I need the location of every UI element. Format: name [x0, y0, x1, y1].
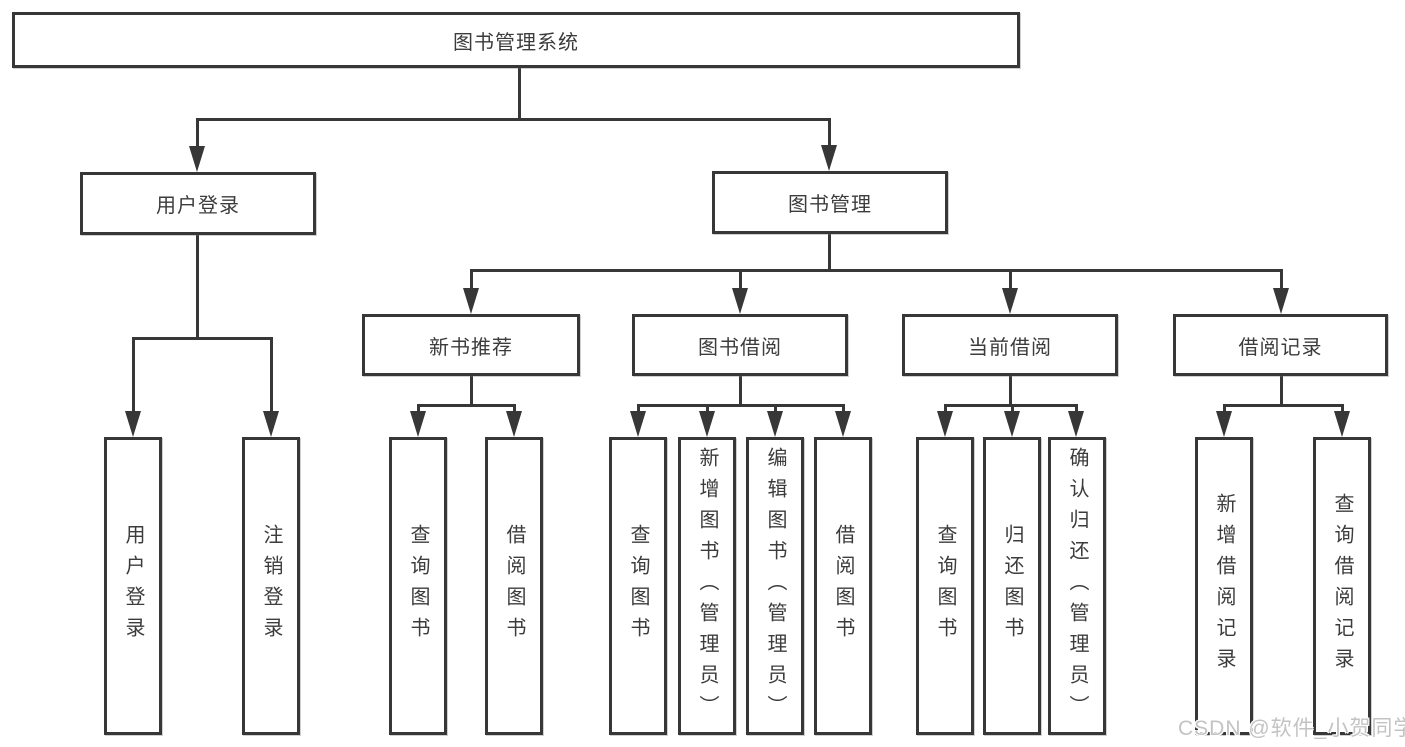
connector-line	[1011, 404, 1014, 414]
connector-line	[132, 337, 135, 413]
leaf-user-login: 用户登录	[104, 437, 162, 735]
arrow-down-icon	[732, 288, 748, 314]
arrow-down-icon	[506, 411, 522, 437]
arrow-down-icon	[263, 411, 279, 437]
connector-line	[1223, 404, 1226, 414]
node-book-management: 图书管理	[712, 171, 948, 234]
node-book-management-label: 图书管理	[788, 194, 872, 216]
leaf-query-books-recommend-label: 查询图书	[407, 524, 429, 648]
node-new-book-recommend-label: 新书推荐	[429, 336, 513, 359]
leaf-query-books-borrow: 查询图书	[609, 437, 667, 735]
leaf-query-books-recommend: 查询图书	[389, 437, 447, 735]
connector-line	[637, 404, 845, 407]
leaf-add-book-admin: 新增图书（管理员）	[678, 437, 736, 735]
arrow-down-icon	[189, 146, 205, 172]
node-borrow-record-label: 借阅记录	[1238, 336, 1323, 359]
leaf-add-borrow-record: 新增借阅记录	[1195, 437, 1253, 735]
connector-line	[944, 404, 947, 414]
node-new-book-recommend: 新书推荐	[362, 314, 580, 376]
connector-line	[842, 404, 845, 414]
connector-line	[1009, 269, 1012, 291]
node-user-login-label: 用户登录	[156, 195, 240, 217]
arrow-down-icon	[767, 411, 783, 437]
arrow-down-icon	[410, 411, 426, 437]
csdn-watermark: CSDN @软件_小贺同学	[1178, 717, 1405, 740]
connector-line	[470, 269, 1282, 272]
connector-line	[828, 234, 831, 271]
leaf-return-books: 归还图书	[983, 437, 1041, 735]
connector-line	[196, 235, 199, 340]
node-current-borrow: 当前借阅	[902, 314, 1118, 376]
node-borrow-record: 借阅记录	[1173, 314, 1388, 376]
arrow-down-icon	[835, 411, 851, 437]
connector-line	[470, 376, 473, 406]
connector-line	[1280, 269, 1283, 291]
connector-line	[513, 404, 516, 414]
leaf-add-book-admin-label: 新增图书（管理员）	[696, 446, 718, 726]
node-root-library-system: 图书管理系统	[12, 12, 1020, 68]
connector-line	[1075, 404, 1078, 414]
leaf-borrow-books-recommend-label: 借阅图书	[503, 524, 525, 648]
connector-line	[196, 118, 831, 121]
arrow-down-icon	[1273, 288, 1289, 314]
connector-line	[270, 337, 273, 413]
connector-line	[132, 337, 273, 340]
arrow-down-icon	[1002, 288, 1018, 314]
leaf-edit-book-admin: 编辑图书（管理员）	[746, 437, 804, 735]
leaf-query-books-current: 查询图书	[916, 437, 974, 735]
leaf-query-books-borrow-label: 查询图书	[627, 524, 649, 648]
leaf-confirm-return-admin-label: 确认归还（管理员）	[1066, 446, 1088, 726]
arrow-down-icon	[937, 411, 953, 437]
connector-line	[1280, 376, 1283, 406]
connector-line	[470, 269, 473, 291]
arrow-down-icon	[463, 288, 479, 314]
arrow-down-icon	[125, 411, 141, 437]
node-current-borrow-label: 当前借阅	[968, 336, 1052, 359]
leaf-return-books-label: 归还图书	[1001, 524, 1023, 648]
arrow-down-icon	[699, 411, 715, 437]
leaf-query-borrow-record-label: 查询借阅记录	[1331, 493, 1353, 679]
node-book-borrow: 图书借阅	[632, 314, 848, 376]
connector-line	[417, 404, 420, 414]
arrow-down-icon	[1068, 411, 1084, 437]
connector-line	[196, 118, 199, 148]
leaf-logout-label: 注销登录	[260, 524, 282, 648]
connector-line	[739, 269, 742, 291]
leaf-borrow-books: 借阅图书	[814, 437, 872, 735]
node-user-login: 用户登录	[80, 172, 316, 235]
connector-line	[1341, 404, 1344, 414]
node-book-borrow-label: 图书借阅	[698, 336, 782, 359]
node-root-label: 图书管理系统	[453, 31, 579, 54]
leaf-confirm-return-admin: 确认归还（管理员）	[1048, 437, 1106, 735]
leaf-add-borrow-record-label: 新增借阅记录	[1213, 493, 1235, 679]
connector-line	[706, 404, 709, 414]
arrow-down-icon	[630, 411, 646, 437]
leaf-user-login-label: 用户登录	[122, 524, 144, 648]
leaf-edit-book-admin-label: 编辑图书（管理员）	[764, 446, 786, 726]
connector-line	[1009, 376, 1012, 406]
connector-line	[1223, 404, 1344, 407]
arrow-down-icon	[821, 145, 837, 171]
connector-line	[828, 118, 831, 148]
leaf-logout: 注销登录	[242, 437, 300, 735]
connector-line	[417, 404, 516, 407]
leaf-borrow-books-label: 借阅图书	[832, 524, 854, 648]
arrow-down-icon	[1334, 411, 1350, 437]
connector-line	[739, 376, 742, 406]
leaf-query-borrow-record: 查询借阅记录	[1313, 437, 1371, 735]
leaf-borrow-books-recommend: 借阅图书	[485, 437, 543, 735]
connector-line	[774, 404, 777, 414]
arrow-down-icon	[1216, 411, 1232, 437]
connector-line	[637, 404, 640, 414]
connector-line	[518, 68, 521, 118]
arrow-down-icon	[1004, 411, 1020, 437]
leaf-query-books-current-label: 查询图书	[934, 524, 956, 648]
